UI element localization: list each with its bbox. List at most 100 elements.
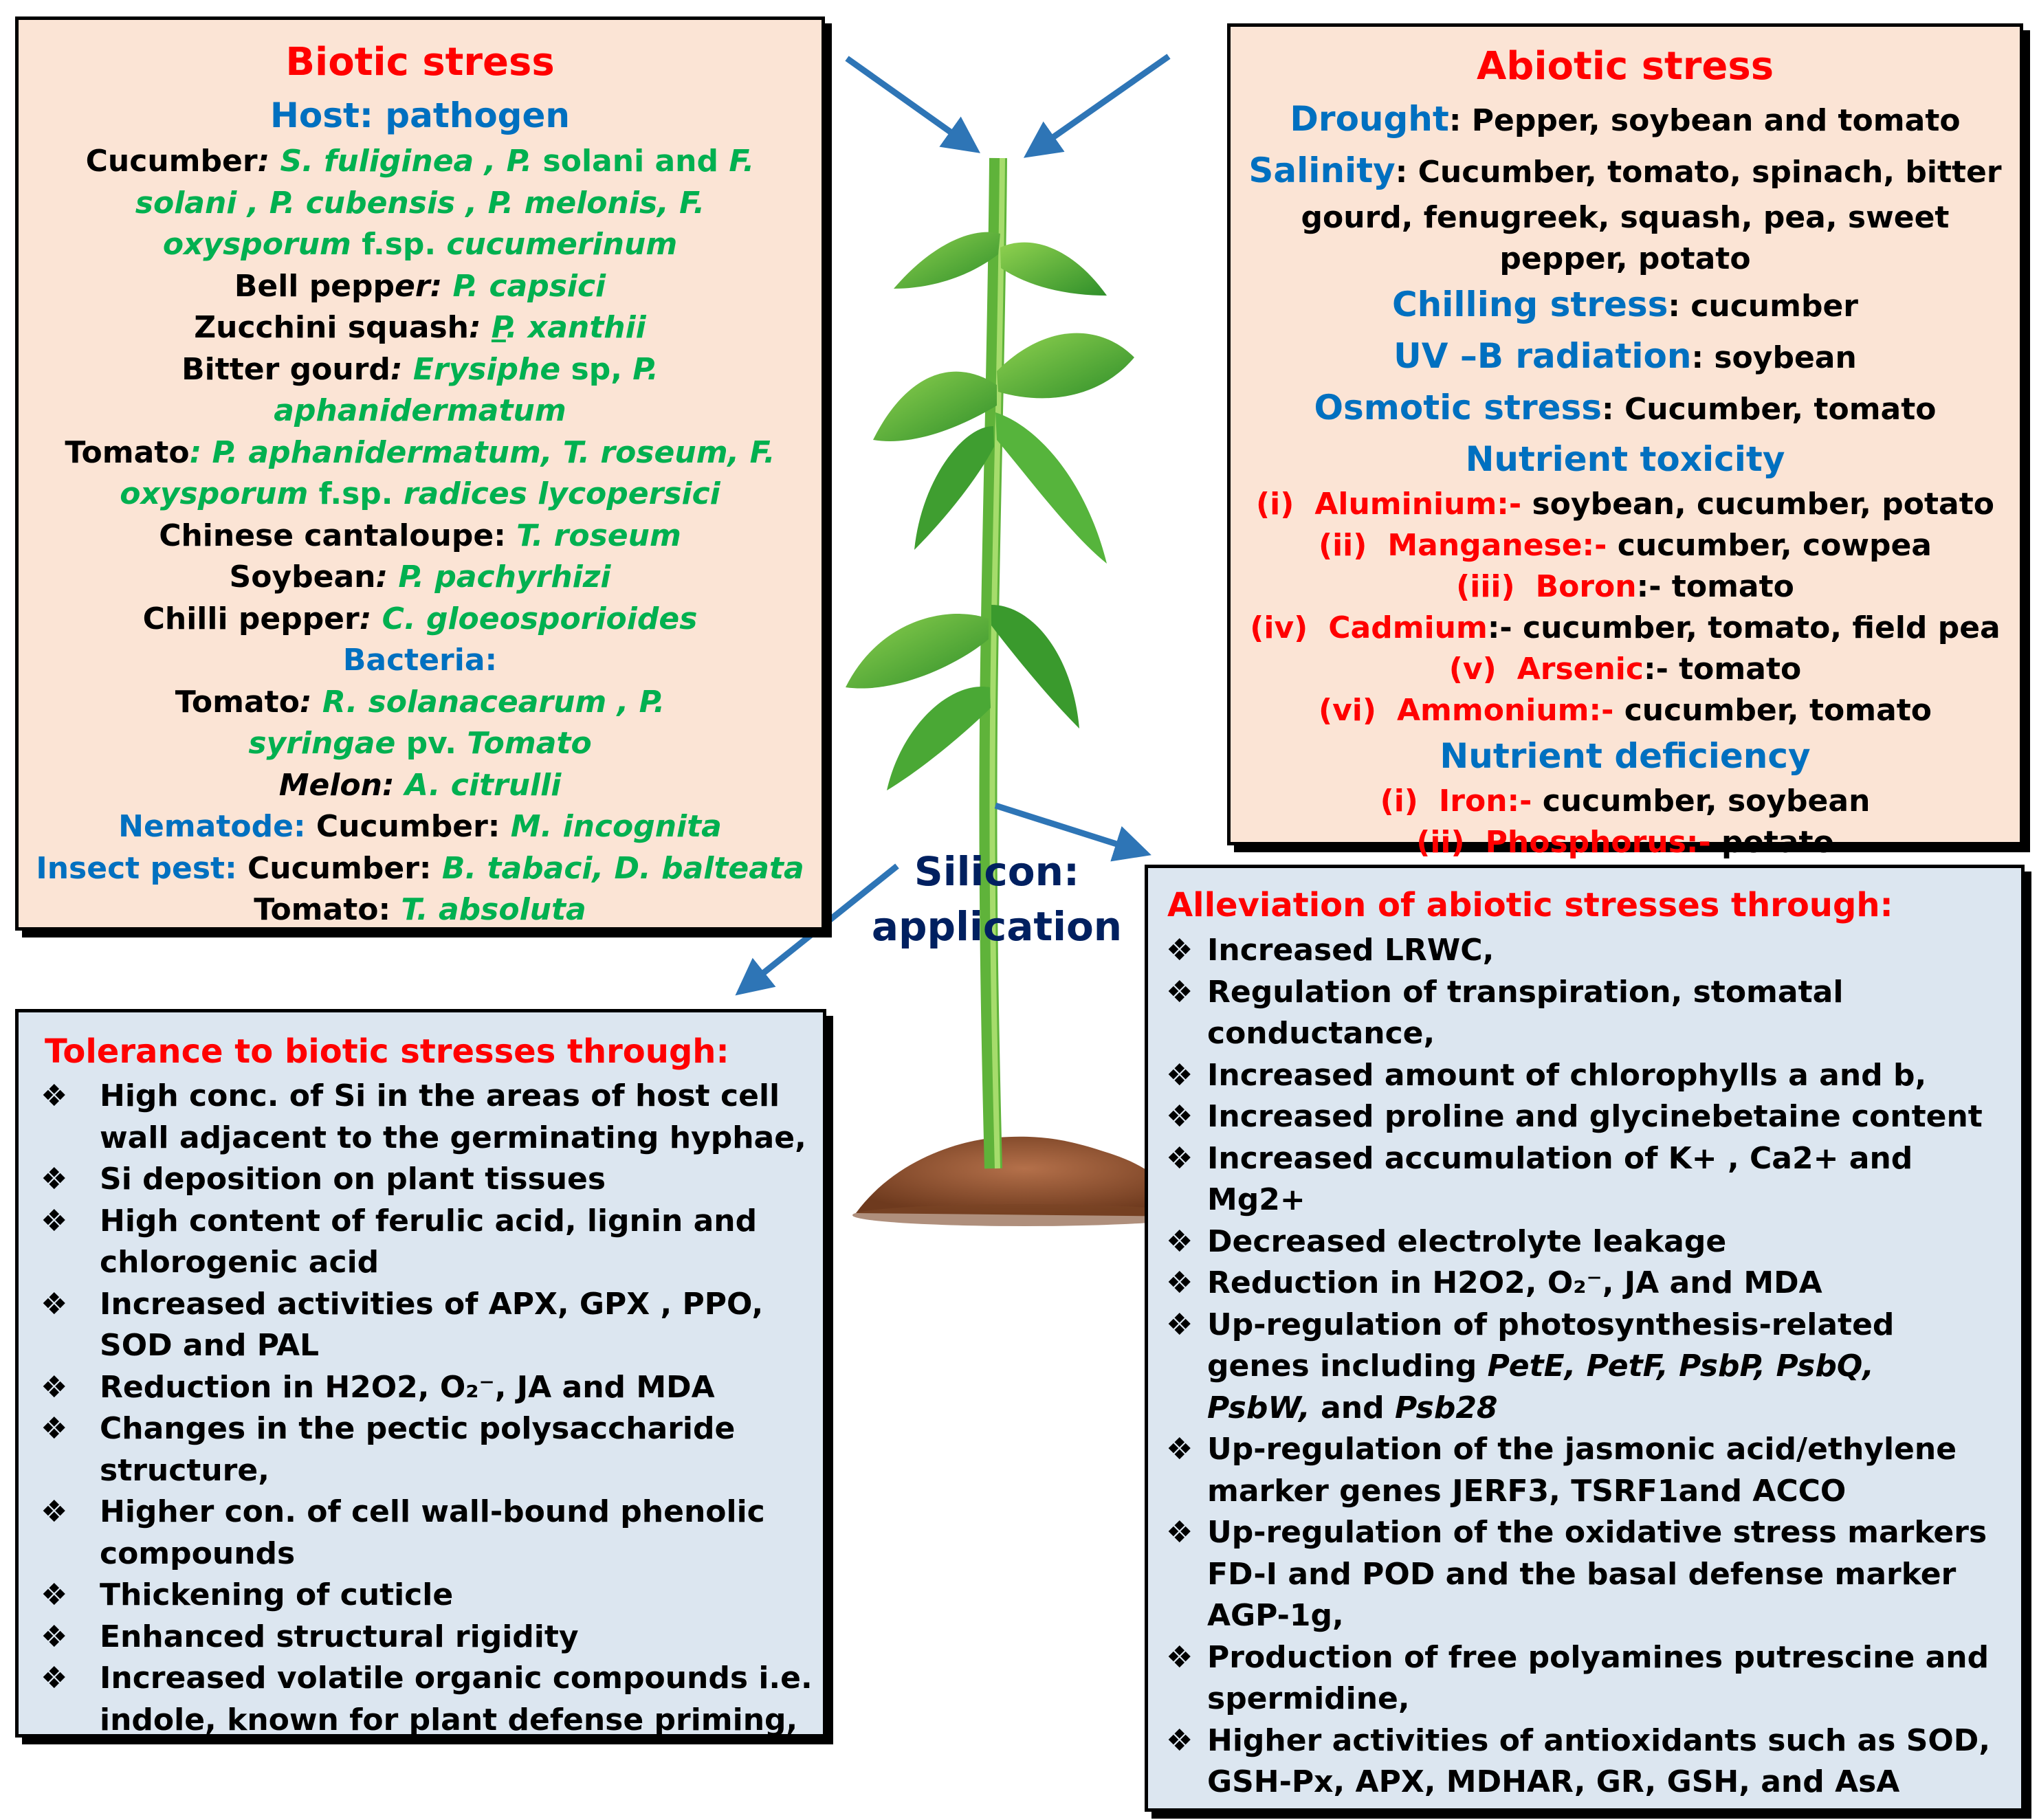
cantaloupe-line: Chinese cantaloupe: T. roseum (159, 518, 681, 553)
silicon-label-line-2: application (871, 903, 1123, 950)
photo-genes: PsbW, (1207, 1390, 1310, 1425)
toxicity-element: Cadmium (1328, 610, 1488, 645)
bullet-icon: ❖ (1166, 1223, 1193, 1259)
deficiency-list: (i)Iron:- cucumber, soybean(ii)Phosphoru… (1231, 781, 2020, 863)
alleviation-item-line: Up-regulation of the oxidative stress ma… (1207, 1515, 1987, 1550)
alleviation-item-text: Up-regulation of the jasmonic acid/ethyl… (1207, 1429, 2014, 1512)
toxicity-number: (i) (1256, 487, 1294, 522)
tolerance-bullet-item: ❖Higher con. of cell wall-bound phenolic… (31, 1491, 811, 1575)
alleviation-item-line: Increased amount of chlorophylls a and b… (1207, 1057, 1927, 1093)
alleviation-item-line: Increased LRWC, (1207, 933, 1495, 968)
toxicity-item: (v)Arsenic:- tomato (1231, 649, 2020, 690)
alleviation-bullet-item: ❖Increased accumulation of K+ , Ca2+ and… (1162, 1138, 2014, 1221)
toxicity-heading: Nutrient toxicity (1465, 439, 1785, 479)
alleviation-title: Alleviation of abiotic stresses through: (1167, 886, 1893, 924)
bullet-icon: ❖ (41, 1286, 68, 1322)
bullet-icon: ❖ (1166, 1057, 1193, 1093)
toxicity-number: (vi) (1318, 693, 1376, 728)
tolerance-item-text: High conc. of Si in the areas of host ce… (100, 1076, 811, 1159)
toxicity-item: (i) Aluminium:- soybean, cucumber, potato (1231, 484, 2020, 525)
nematode-line: Nematode: Cucumber: M. incognita (118, 809, 722, 844)
alleviation-item-text: Production of free polyamines putrescine… (1207, 1637, 2014, 1720)
tolerance-item-line: High conc. of Si in the areas of host ce… (100, 1078, 780, 1113)
insect-line: Insect pest: Cucumber: B. tabaci, D. bal… (36, 850, 804, 886)
toxicity-element: Aluminium:- (1314, 487, 1522, 522)
toxicity-number: (iii) (1456, 569, 1515, 604)
deficiency-heading: Nutrient deficiency (1440, 736, 1811, 776)
bullet-icon: ❖ (41, 1619, 68, 1654)
tolerance-item-line: Changes in the pectic polysaccharide (100, 1411, 736, 1446)
tolerance-bullet-item: ❖ Enhanced structural rigidity (31, 1617, 811, 1658)
bullet-icon: ❖ (1166, 974, 1193, 1010)
chilling-line: Chilling stress: cucumber (1391, 285, 1859, 324)
tolerance-item-text: Enhanced structural rigidity (100, 1617, 811, 1658)
alleviation-bullet-item: ❖Reduction in H2O2, O₂⁻, JA and MDA (1162, 1263, 2014, 1305)
bullet-icon: ❖ (1166, 1432, 1193, 1467)
abiotic-alleviation-box: Alleviation of abiotic stresses through:… (1145, 865, 2025, 1812)
cucumber-line-2: solani , P. cubensis , P. melonis, F. (135, 185, 705, 221)
biotic-title: Biotic stress (285, 40, 555, 85)
alleviation-item-line: Reduction in H2O2, O₂⁻, JA and MDA (1207, 1265, 1822, 1300)
tolerance-item-text: Reduction in H2O2, O₂⁻, JA and MDA (100, 1367, 811, 1409)
arrow-from-abiotic (1023, 54, 1171, 158)
biotic-stress-box: Biotic stress Host: pathogen Cucumber: S… (15, 16, 825, 931)
tolerance-bullet-item: ❖Thickening of cuticle (31, 1575, 811, 1617)
photo-line-2: genes including PetE, PetF, PsbP, PsbQ, (1207, 1346, 2014, 1388)
osmotic-line: Osmotic stress: Cucumber, tomato (1314, 388, 1937, 428)
toxicity-number: (iv) (1250, 610, 1308, 645)
tolerance-bullet-item: ❖High content of ferulic acid, lignin an… (31, 1201, 811, 1284)
toxicity-hosts: cucumber, tomato (1613, 693, 1932, 728)
alleviation-bullet-item: ❖ Up-regulation of the jasmonic acid/ethy… (1162, 1429, 2014, 1512)
toxicity-element: Arsenic (1517, 652, 1644, 687)
deficiency-hosts: potato (1710, 825, 1834, 860)
drought-line: Drought: Pepper, soybean and tomato (1290, 99, 1961, 139)
abiotic-title: Abiotic stress (1476, 44, 1774, 89)
alleviation-item-text: Increased amount of chlorophylls a and b… (1207, 1055, 2014, 1097)
photo-line-3: PsbW, and Psb28 (1207, 1388, 2014, 1430)
soybean-line: Soybean: P. pachyrhizi (229, 559, 611, 595)
silicon-application-label: Silicon: application (832, 844, 1162, 954)
biotic-subtitle: Host: pathogen (270, 96, 570, 135)
alleviation-list: ❖ Increased LRWC, ❖ Regulation of transpira… (1162, 930, 2014, 1804)
biotic-list: Cucumber: S. fuliginea , P. solani and F… (19, 141, 822, 931)
tolerance-bullet-item: ❖Increased volatile organic compounds i.… (31, 1658, 813, 1741)
photo-genes: Psb28 (1394, 1390, 1498, 1425)
bacteria-tomato-line-1: Tomato: R. solanacearum , P. (175, 684, 665, 720)
alleviation-bullet-item: ❖Increased proline and glycinebetaine co… (1162, 1096, 2014, 1138)
alleviation-item-line: GSH-Px, APX, MDHAR, GR, GSH, and AsA (1207, 1764, 1900, 1799)
salinity-line-1: Salinity: Cucumber, tomato, spinach, bit… (1248, 151, 2002, 190)
toxicity-item: (ii)Manganese:- cucumber, cowpea (1231, 525, 2020, 566)
photo-text: and (1310, 1390, 1395, 1425)
toxicity-element: Ammonium:- (1396, 693, 1614, 728)
zucchini-line: Zucchini squash: P. xanthii (194, 310, 646, 345)
photo-line-1: Up-regulation of photosynthesis-related (1207, 1307, 1895, 1342)
alleviation-item-text: Increased proline and glycinebetaine con… (1207, 1096, 2014, 1138)
photo-genes: PetE, PetF, PsbP, PsbQ, (1487, 1349, 1874, 1384)
tolerance-item-text: Increased activities of APX, GPX , PPO,S… (100, 1284, 811, 1367)
alleviation-item-text: Up-regulation of photosynthesis-related g… (1207, 1305, 2014, 1430)
cucumber-line-3: oxysporum f.sp. cucumerinum (162, 227, 678, 262)
tolerance-bullet-item: ❖High conc. of Si in the areas of host c… (31, 1076, 811, 1159)
tolerance-item-line: compounds (100, 1535, 296, 1571)
silicon-label-line-1: Silicon: (914, 848, 1080, 895)
toxicity-item: (iii)Boron:- tomato (1231, 566, 2020, 608)
alleviation-item-text: Reduction in H2O2, O₂⁻, JA and MDA (1207, 1263, 2014, 1305)
alleviation-item-line: Increased proline and glycinebetaine con… (1207, 1099, 1983, 1134)
cucumber-line-1: Cucumber: S. fuliginea , P. solani and F… (85, 144, 755, 179)
tolerance-item-text: Increased volatile organic compounds i.e… (100, 1658, 813, 1741)
alleviation-item-text: Increased LRWC, (1207, 930, 2014, 972)
toxicity-hosts: soybean, cucumber, potato (1521, 487, 1994, 522)
salinity-line-2: gourd, fenugreek, squash, pea, sweet (1301, 200, 1950, 235)
tolerance-item-text: Thickening of cuticle (100, 1575, 811, 1617)
arrow-from-biotic (845, 56, 981, 153)
abiotic-list: Drought: Pepper, soybean and tomato Sali… (1231, 94, 2020, 863)
alleviation-item-line: Higher activities of antioxidants such a… (1207, 1722, 1991, 1758)
bitter-gourd-line-2: aphanidermatum (274, 393, 566, 428)
tolerance-item-line: Increased volatile organic compounds i.e… (100, 1661, 813, 1696)
